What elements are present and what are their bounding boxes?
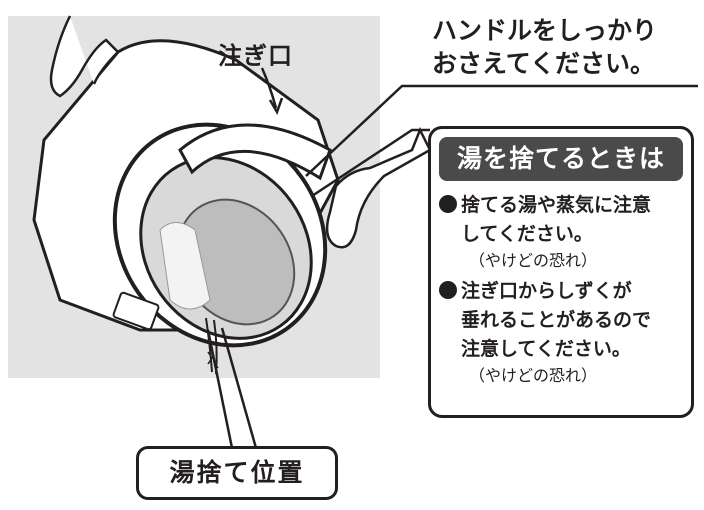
caution-item: 注ぎ口からしずくが 垂れることがあるので 注意してください。 （やけどの恐れ） [439,277,691,388]
position-leader-line-2 [220,327,258,449]
pot-handle [178,123,332,181]
handle-instruction: ハンドルをしっかり おさえてください。 [432,14,700,80]
caution-list: 捨てる湯や蒸気に注意 してください。 （やけどの恐れ） 注ぎ口からしずくが 垂れ… [439,191,691,388]
handle-leader-line [305,84,698,177]
bullet-icon [439,281,457,299]
handle-instruction-line-1: ハンドルをしっかり [432,16,658,45]
caution-item-text: 捨てる湯や蒸気に注意 してください。 [461,194,652,245]
right-hand [325,126,432,249]
bullet-icon [439,195,457,213]
spout-arrow [260,67,278,109]
pour-position-label: 湯捨て位置 [136,446,338,500]
spout-label: 注ぎ口 [218,42,293,70]
left-hand [49,15,120,98]
inner-highlight [159,222,211,310]
caution-item-note: （やけどの恐れ） [469,366,598,385]
caution-item-text: 注ぎ口からしずくが 垂れることがあるので 注意してください。 [461,280,652,360]
caution-item-note: （やけどの恐れ） [469,251,598,270]
caution-title: 湯を捨てるときは [439,137,683,181]
lid-hinge [112,291,160,331]
caution-leader-line [311,128,430,198]
caution-item: 捨てる湯や蒸気に注意 してください。 （やけどの恐れ） [439,191,691,273]
position-leader-line-1 [206,329,234,449]
caution-box: 湯を捨てるときは 捨てる湯や蒸気に注意 してください。 （やけどの恐れ） 注ぎ口… [428,126,694,418]
handle-instruction-line-2: おさえてください。 [432,49,656,78]
